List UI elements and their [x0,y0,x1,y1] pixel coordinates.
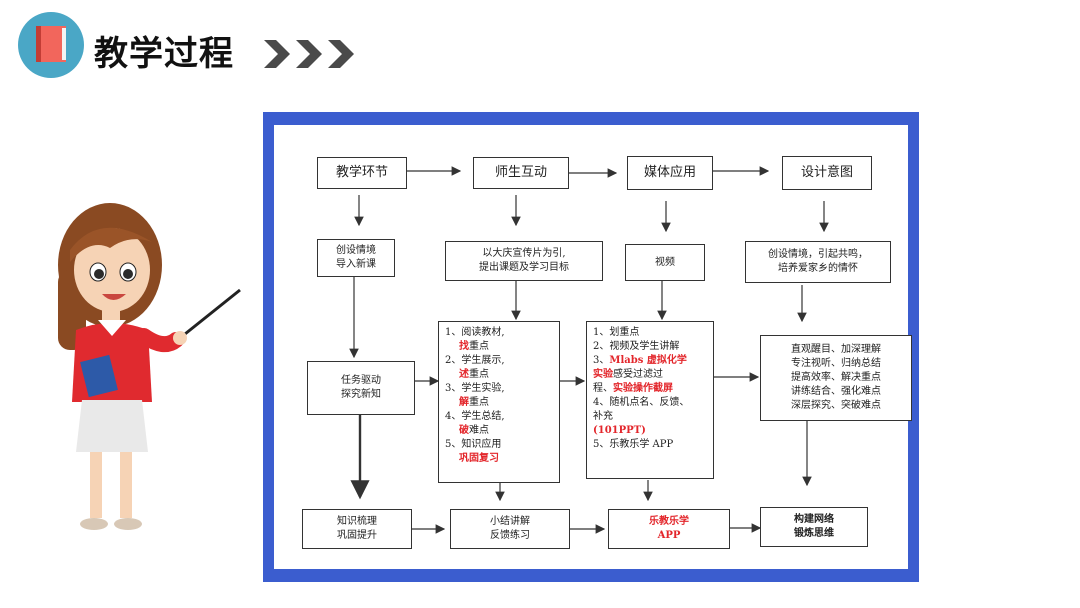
title-area: 教学过程 [18,12,418,92]
node-resonance-intent: 创设情境，引起共鸣， 培养爱家乡的情怀 [745,241,891,283]
header-teaching-stage: 教学环节 [317,157,407,189]
node-promo-video-intro: 以大庆宣传片为引, 提出课题及学习目标 [445,241,603,281]
teaching-process-diagram: 教学环节 师生互动 媒体应用 设计意图 创设情境 导入新课 以大庆宣传片为引, … [263,112,919,582]
node-build-network: 构建网络 锻炼思维 [760,507,868,547]
node-task-driven: 任务驱动 探究新知 [307,361,415,415]
header-label: 设计意图 [800,165,853,180]
header-label: 师生互动 [494,165,547,180]
page-title: 教学过程 [94,34,234,74]
node-knowledge-review: 知识梳理 巩固提升 [302,509,412,549]
header-design-intent: 设计意图 [782,156,872,190]
header-media-use: 媒体应用 [627,156,713,190]
teacher-illustration [58,203,241,530]
node-app-tool: 乐教乐学 APP [608,509,730,549]
node-media-steps: 1、划重点 2、视频及学生讲解 3、Mlabs 虚拟化学 实验感受过滤过 程、实… [586,321,714,479]
node-video: 视频 [625,244,705,281]
node-design-intent-list: 直观醒目、加深理解 专注视听、归纳总结 提高效率、解决重点 讲练结合、强化难点 … [760,335,912,421]
diagram-canvas: 教学环节 师生互动 媒体应用 设计意图 创设情境 导入新课 以大庆宣传片为引, … [274,125,912,569]
book-icon [18,12,84,78]
flow-arrows [349,166,829,534]
node-interaction-steps: 1、阅读教材, 找重点 2、学生展示, 述重点 3、学生实验, 解重点 4、学生… [438,321,560,483]
header-label: 教学环节 [335,165,388,180]
header-teacher-student-interaction: 师生互动 [473,157,569,189]
node-summary-feedback: 小结讲解 反馈练习 [450,509,570,549]
chevron-right-icon [264,40,354,68]
header-label: 媒体应用 [643,165,696,180]
node-create-situation: 创设情境 导入新课 [317,239,395,277]
